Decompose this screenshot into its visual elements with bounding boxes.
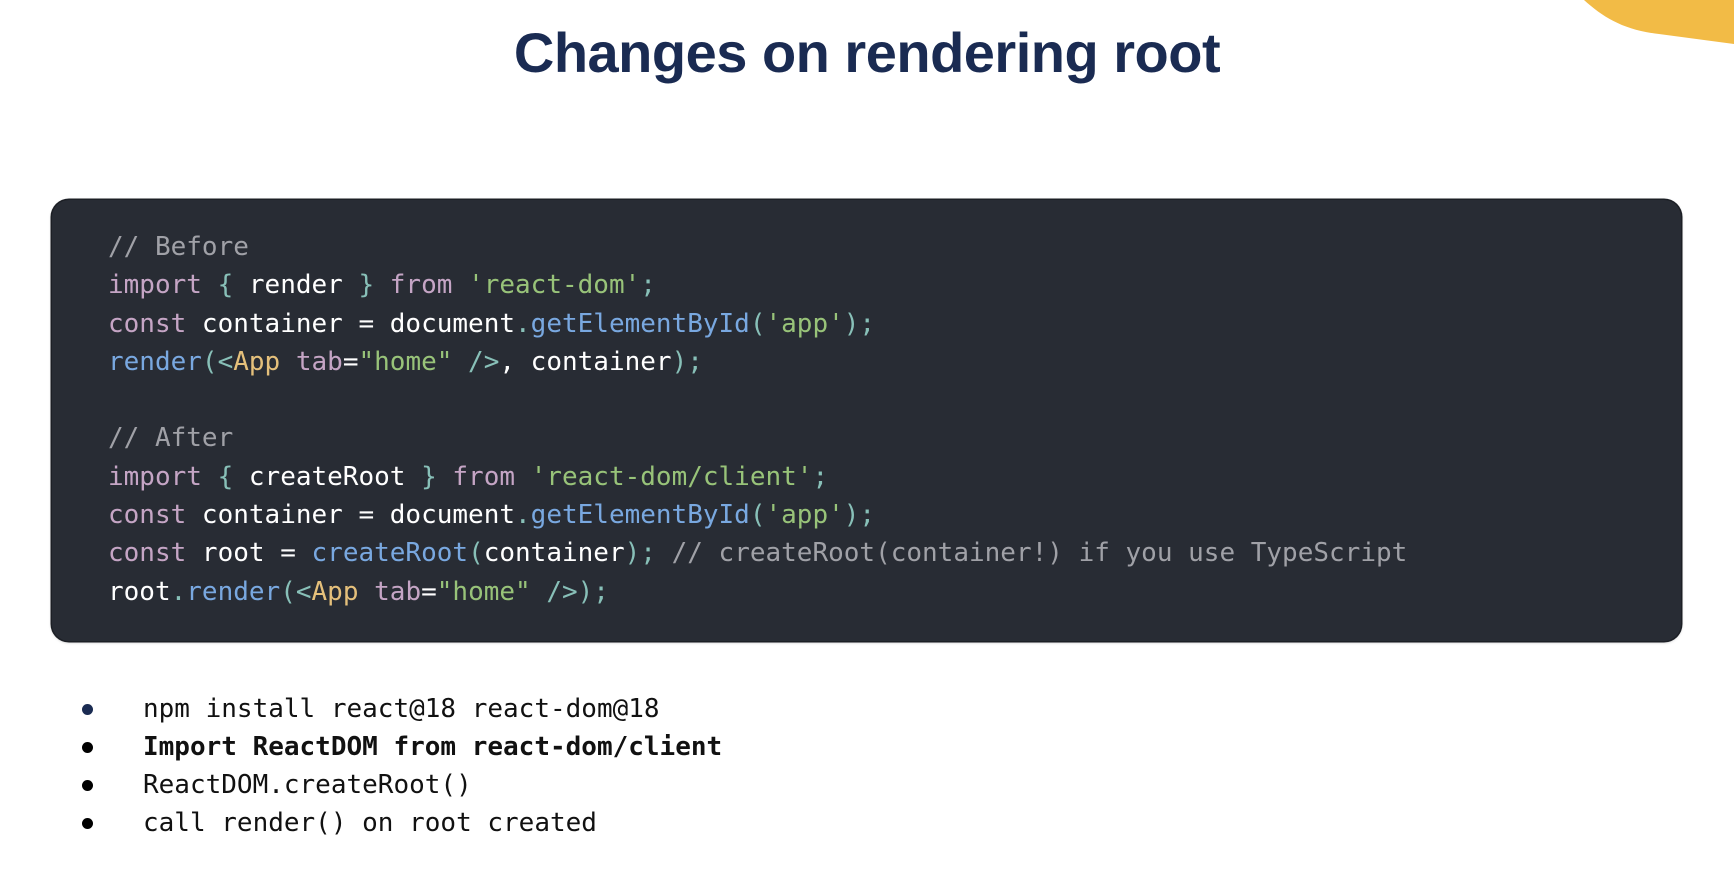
code-token-fn: getElementById — [530, 308, 750, 339]
code-token-punc: ( — [749, 308, 766, 339]
code-token-punc: (< — [201, 346, 234, 377]
bullet-text: npm install react@18 react-dom@18 — [143, 694, 660, 724]
code-token-kw: const — [108, 500, 187, 531]
code-token-punc: /> — [452, 346, 500, 377]
code-token-punc: . — [170, 576, 187, 607]
code-line: // After — [108, 419, 1407, 457]
code-line: import { createRoot } from 'react-dom/cl… — [108, 458, 1407, 496]
code-token-fn: render — [108, 346, 202, 377]
bullet-dot-icon — [82, 704, 93, 715]
code-token-plain: container = document — [186, 308, 516, 339]
code-token-kw: from — [452, 461, 516, 492]
code-token-punc: ; — [812, 461, 829, 492]
code-token-punc: { — [201, 461, 249, 492]
code-token-str: 'app' — [765, 308, 844, 339]
code-line: // Before — [108, 228, 1407, 266]
bullet-text: ReactDOM.createRoot() — [143, 770, 472, 800]
code-token-tag: App — [233, 346, 281, 377]
code-token-punc: ); — [624, 538, 672, 569]
code-token-tag: App — [311, 576, 359, 607]
bullet-dot-icon — [82, 742, 93, 753]
code-token-str: 'react-dom/client' — [530, 461, 813, 492]
code-token-punc: ); — [843, 500, 876, 531]
code-token-str: "home" — [358, 346, 453, 377]
code-token-punc: /> — [530, 576, 578, 607]
code-token-str: 'react-dom' — [468, 270, 641, 301]
code-token-plain: root = — [186, 538, 312, 569]
code-block — [52, 200, 1681, 641]
code-line: const container = document.getElementByI… — [108, 496, 1407, 534]
code-token-plain: container = document — [186, 500, 516, 531]
code-token-attr: tab — [280, 346, 343, 377]
code-token-kw: from — [389, 270, 453, 301]
code-line: import { render } from 'react-dom'; — [108, 266, 1407, 304]
code-token-attr: tab — [358, 576, 422, 607]
code-token-punc: } — [342, 270, 390, 301]
code-token-punc: ); — [577, 576, 609, 607]
code-token-plain: , container — [499, 346, 672, 377]
code-token-plain: root — [108, 576, 171, 607]
code-token-plain — [515, 462, 531, 492]
code-line: render(<App tab="home" />, container); — [108, 343, 1407, 381]
code-token-punc: } — [405, 461, 453, 492]
code-token-punc: ( — [468, 538, 484, 569]
code-token-kw: const — [108, 538, 187, 569]
code-token-punc: . — [515, 308, 531, 339]
code-token-fn: getElementById — [530, 500, 750, 531]
code-token-comment: // After — [108, 423, 234, 454]
code-line: const container = document.getElementByI… — [108, 305, 1407, 343]
code-token-punc: ); — [843, 308, 876, 339]
code-token-punc: { — [201, 270, 249, 301]
bullet-dot-icon — [82, 780, 93, 791]
code-token-plain: render — [248, 270, 343, 301]
code-token-kw: import — [108, 461, 202, 492]
code-token-punc: ); — [671, 346, 703, 377]
code-token-comment: // Before — [108, 232, 249, 262]
code-token-comment: // createRoot(container!) if you use Typ… — [671, 538, 1408, 569]
code-content: // Before import { render } from 'react-d… — [108, 228, 1407, 611]
bullet-dot-icon — [82, 818, 93, 829]
bullet-text: Import ReactDOM from react-dom/client — [143, 732, 723, 762]
code-token-fn: render — [186, 576, 281, 607]
code-line: const root = createRoot(container); // c… — [108, 534, 1407, 572]
code-token-punc: ; — [640, 270, 656, 301]
code-token-punc: (< — [280, 576, 312, 607]
bullet-text: call render() on root created — [143, 808, 597, 838]
code-token-fn: createRoot — [311, 538, 469, 569]
code-token-plain: = — [342, 346, 359, 377]
code-token-punc: ( — [749, 500, 766, 531]
code-token-plain: createRoot — [248, 461, 406, 492]
decorative-corner-shape — [1584, 0, 1734, 44]
code-token-str: "home" — [436, 576, 531, 607]
slide-title: Changes on rendering root — [513, 21, 1221, 84]
code-token-punc: . — [515, 500, 531, 531]
code-token-plain — [452, 270, 468, 300]
code-token-kw: import — [108, 270, 202, 301]
code-token-kw: const — [108, 308, 187, 339]
code-token-str: 'app' — [765, 500, 844, 531]
code-line: root.render(<App tab="home" />); — [108, 573, 1407, 611]
code-token-plain: container — [483, 538, 625, 569]
code-token-plain: = — [421, 576, 437, 607]
code-line — [108, 381, 1407, 419]
